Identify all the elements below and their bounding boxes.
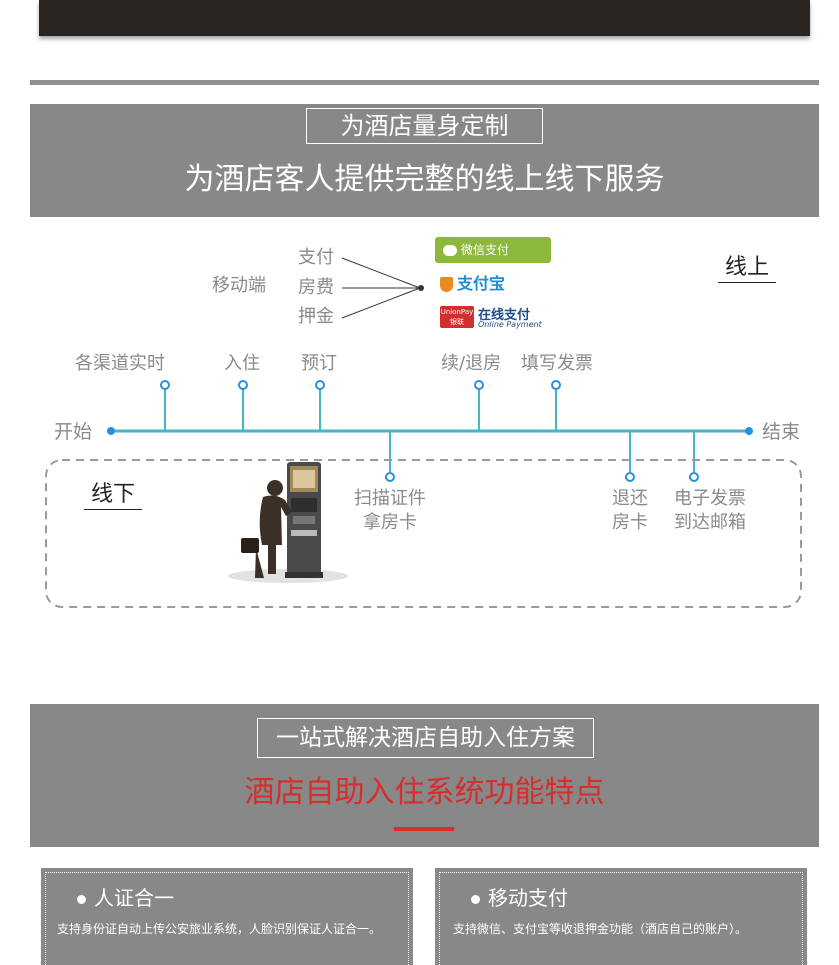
alipay-shield-icon xyxy=(440,277,453,292)
feature-card-id-verification: 人证合一 支持身份证自动上传公安旅业系统，人脸识别保证人证合一。 xyxy=(41,868,413,965)
section1-header: 为酒店量身定制 为酒店客人提供完整的线上线下服务 xyxy=(30,104,819,217)
unionpay-subtext: Online Payment xyxy=(478,320,542,329)
headline-accent-bar xyxy=(394,827,454,831)
node-label-channels: 各渠道实时 xyxy=(75,353,165,374)
mobile-item-room-fee: 房费 xyxy=(298,277,334,298)
node-label-extend-checkout: 续/退房 xyxy=(441,353,502,374)
bottom-stems xyxy=(385,431,699,482)
bullet-icon xyxy=(77,895,86,904)
mobile-item-pay: 支付 xyxy=(298,247,334,268)
wechat-pay-badge: 微信支付 xyxy=(435,237,551,263)
node-label-booking: 预订 xyxy=(301,353,337,374)
section1-boxed-title: 为酒店量身定制 xyxy=(306,108,543,144)
unionpay-logo: UnionPay 银联 xyxy=(440,306,474,328)
mobile-item-deposit: 押金 xyxy=(298,306,334,327)
alipay-badge: 支付宝 xyxy=(440,272,505,296)
section2-boxed-title: 一站式解决酒店自助入住方案 xyxy=(257,718,594,758)
feature-desc: 支持身份证自动上传公安旅业系统，人脸识别保证人证合一。 xyxy=(57,922,382,936)
section2-header: 一站式解决酒店自助入住方案 酒店自助入住系统功能特点 xyxy=(30,704,819,847)
kiosk-illustration xyxy=(228,462,348,583)
node-label-e-invoice: 电子发票到达邮箱 xyxy=(674,488,746,533)
offline-label: 线下 xyxy=(84,481,142,510)
section1-headline: 为酒店客人提供完整的线上线下服务 xyxy=(184,162,665,197)
start-label: 开始 xyxy=(54,421,93,443)
node-label-checkin: 入住 xyxy=(224,353,260,374)
connector-line xyxy=(341,257,421,289)
section2-headline: 酒店自助入住系统功能特点 xyxy=(244,775,605,810)
section-divider xyxy=(30,80,819,85)
feature-card-mobile-payment: 移动支付 支持微信、支付宝等收退押金功能（酒店自己的账户）。 xyxy=(435,868,807,965)
person-silhouette xyxy=(241,480,292,578)
service-flow-diagram: 移动端 支付 房费 押金 微信支付 支付宝 UnionPay 银联 在线支付 O… xyxy=(45,237,802,608)
flow-lines xyxy=(45,257,802,608)
top-stems xyxy=(160,380,561,431)
wechat-icon xyxy=(443,245,457,256)
unionpay-text: 在线支付 xyxy=(478,308,531,323)
node-label-return-card: 退还房卡 xyxy=(612,488,648,533)
feature-desc: 支持微信、支付宝等收退押金功能（酒店自己的账户）。 xyxy=(453,922,748,936)
node-label-invoice: 填写发票 xyxy=(521,353,593,374)
connector-line xyxy=(341,287,421,319)
timeline-start-dot xyxy=(107,427,115,435)
feature-title: 人证合一 xyxy=(94,886,174,910)
offline-area-border xyxy=(45,459,802,608)
timeline-end-dot xyxy=(745,427,753,435)
feature-title: 移动支付 xyxy=(488,886,568,910)
top-banner-bar xyxy=(39,0,810,36)
online-label: 线上 xyxy=(718,254,776,283)
connector-dot xyxy=(418,285,424,291)
mobile-label: 移动端 xyxy=(212,275,266,296)
bullet-icon xyxy=(471,895,480,904)
node-label-scan-id: 扫描证件拿房卡 xyxy=(354,488,426,533)
end-label: 结束 xyxy=(762,421,801,443)
